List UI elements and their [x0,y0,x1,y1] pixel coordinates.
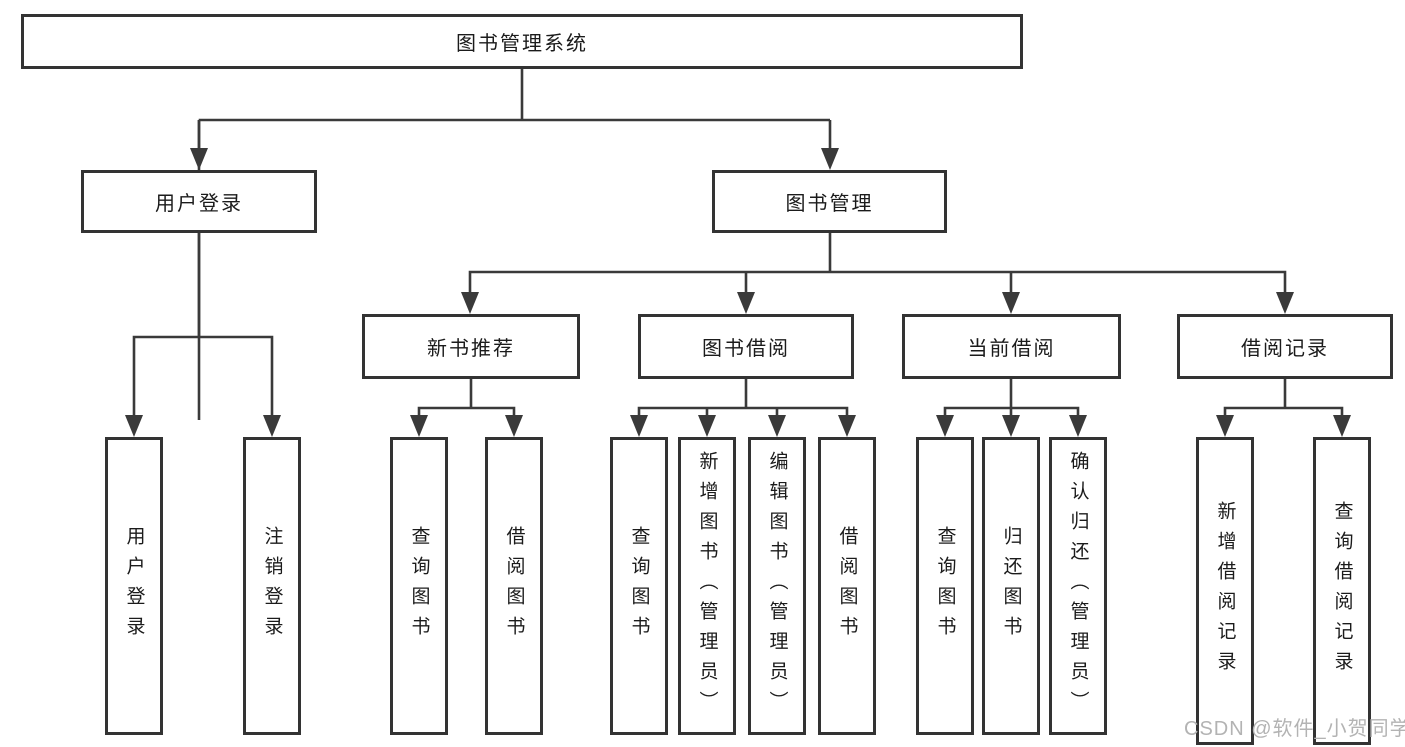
arrowheads [125,148,1351,437]
node-user-login: 用户登录 [81,170,317,233]
leaf-borrow-book-rec-label: 借阅图书 [503,526,525,646]
connector-new-book-rec-branch [417,379,516,419]
arrowhead [768,415,786,437]
node-book-borrowing: 图书借阅 [638,314,854,379]
connector-book-borrow-branch [637,379,849,419]
csdn-watermark: CSDN @软件_小贺同学 [1184,718,1405,740]
leaf-query-book-borrow-label: 查询图书 [628,526,650,646]
connector-borrow-records-branch [1223,379,1344,419]
arrowhead [630,415,648,437]
connector-book-mgmt-branch [468,233,1287,296]
leaf-add-book-admin: 新增图书（管理员） [678,437,736,735]
leaf-user-login-action: 用户登录 [105,437,163,735]
leaf-add-borrow-record: 新增借阅记录 [1196,437,1254,745]
leaf-logout-action: 注销登录 [243,437,301,735]
node-current-borrowing-label: 当前借阅 [967,338,1056,360]
leaf-return-book: 归还图书 [982,437,1040,735]
arrowhead [1002,292,1020,314]
leaf-borrow-book-rec: 借阅图书 [485,437,543,735]
arrowhead [936,415,954,437]
leaf-borrow-book-borrow-label: 借阅图书 [836,526,858,646]
node-root-system-label: 图书管理系统 [456,33,588,55]
leaf-query-borrow-record-label: 查询借阅记录 [1331,501,1353,681]
connector-current-borrow-branch [943,379,1080,419]
connector-user-login-branch [132,233,274,419]
arrowhead [263,415,281,437]
arrowhead [125,415,143,437]
leaf-query-book-current-label: 查询图书 [934,526,956,646]
arrowhead [505,415,523,437]
node-new-book-recommend: 新书推荐 [362,314,580,379]
leaf-logout-action-label: 注销登录 [261,526,283,646]
leaf-query-book-borrow: 查询图书 [610,437,668,735]
leaf-query-book-current: 查询图书 [916,437,974,735]
arrowhead [838,415,856,437]
arrowhead [737,292,755,314]
arrowhead [461,292,479,314]
leaf-confirm-return-admin: 确认归还（管理员） [1049,437,1107,735]
leaf-user-login-action-label: 用户登录 [123,526,145,646]
leaf-add-book-admin-label: 新增图书（管理员） [696,451,718,721]
node-user-login-label: 用户登录 [155,193,243,215]
leaf-edit-book-admin: 编辑图书（管理员） [748,437,806,735]
connector-root-to-level2 [197,69,832,420]
arrowhead [410,415,428,437]
arrowhead [821,148,839,170]
arrowhead [1333,415,1351,437]
arrowhead [698,415,716,437]
arrowhead [1002,415,1020,437]
node-borrowing-records: 借阅记录 [1177,314,1393,379]
node-borrowing-records-label: 借阅记录 [1241,338,1329,360]
node-book-borrowing-label: 图书借阅 [702,338,790,360]
leaf-borrow-book-borrow: 借阅图书 [818,437,876,735]
connector-lines [132,69,1344,420]
leaf-query-borrow-record: 查询借阅记录 [1313,437,1371,745]
leaf-edit-book-admin-label: 编辑图书（管理员） [766,451,788,721]
leaf-query-book-rec-label: 查询图书 [408,526,430,646]
node-current-borrowing: 当前借阅 [902,314,1121,379]
leaf-return-book-label: 归还图书 [1000,526,1022,646]
arrowhead [1069,415,1087,437]
arrowhead [1216,415,1234,437]
leaf-query-book-rec: 查询图书 [390,437,448,735]
leaf-confirm-return-admin-label: 确认归还（管理员） [1067,451,1089,721]
node-root-system: 图书管理系统 [21,14,1023,69]
node-book-management: 图书管理 [712,170,947,233]
arrowhead [1276,292,1294,314]
leaf-add-borrow-record-label: 新增借阅记录 [1214,501,1236,681]
node-book-management-label: 图书管理 [785,193,874,215]
arrowhead [190,148,208,170]
node-new-book-recommend-label: 新书推荐 [427,338,515,360]
